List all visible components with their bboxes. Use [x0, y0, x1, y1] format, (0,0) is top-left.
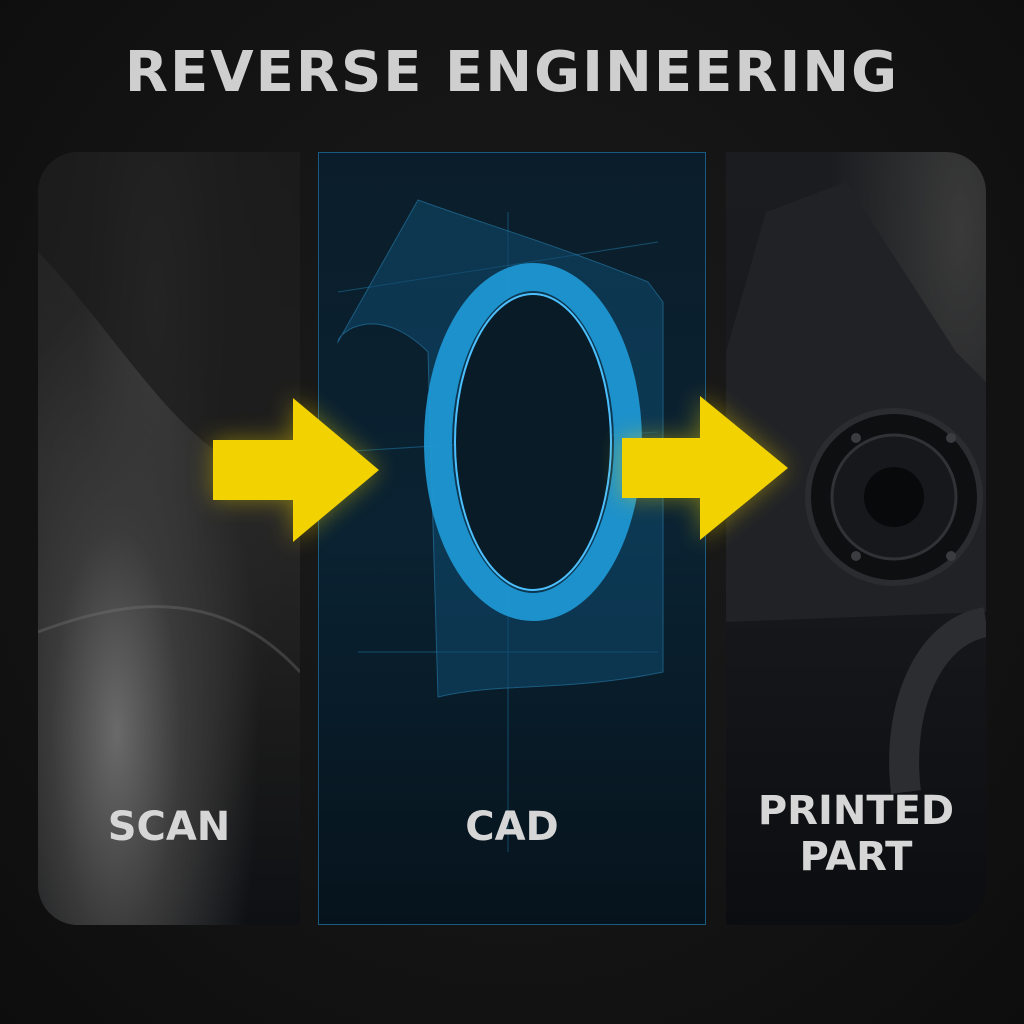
printed-part-panel: PRINTED PART: [726, 152, 986, 925]
printed-part-label-line1: PRINTED: [757, 788, 955, 834]
arrow-right-icon: [213, 398, 379, 542]
printed-part-label: PRINTED PART: [726, 788, 986, 880]
scan-surface-image: [38, 152, 300, 674]
cad-label: CAD: [465, 804, 559, 850]
page-title: REVERSE ENGINEERING: [124, 40, 900, 105]
printed-part-image: [726, 182, 986, 794]
printed-part-label-line2: PART: [799, 834, 913, 880]
scan-label: SCAN: [107, 804, 231, 850]
scan-panel: SCAN: [38, 152, 300, 925]
cad-panel: CAD: [318, 152, 706, 925]
arrow-right-icon: [622, 396, 788, 540]
